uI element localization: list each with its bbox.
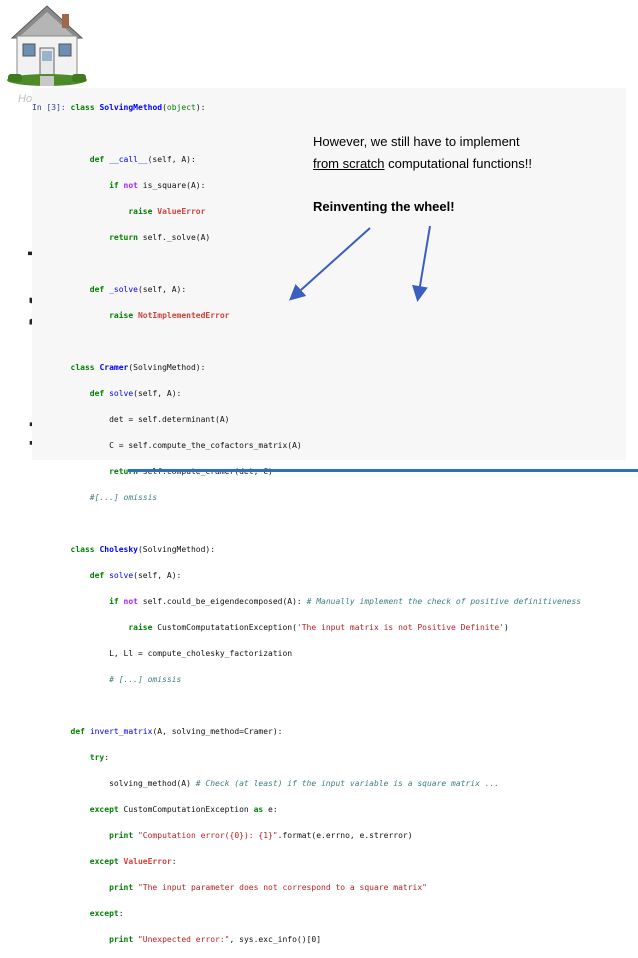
code-line: except CustomComputationException as e: (89, 805, 278, 814)
annotation-underlined-text: from scratch (313, 156, 385, 171)
code-line: except: (89, 909, 124, 918)
code-line: if not is_square(A): (109, 181, 206, 190)
code-line: raise ValueError (128, 207, 206, 216)
annotation-text-1: However, we still have to implement (313, 134, 520, 149)
code-line: def invert_matrix(A, solving_method=Cram… (70, 727, 283, 736)
code-line: def _solve(self, A): (89, 285, 187, 294)
annotation-text-2-rest: computational functions!! (384, 156, 532, 171)
accent-line (128, 469, 638, 472)
code-line: class Cholesky(SolvingMethod): (70, 545, 216, 554)
code-line: print "Unexpected error:", sys.exc_info(… (109, 935, 322, 944)
code-line: def solve(self, A): (89, 571, 182, 580)
code-line: #[...] omissis (89, 493, 158, 502)
code-line: solving_method(A) # Check (at least) if … (32, 779, 500, 788)
code-line: # [...] omissis (109, 675, 182, 684)
code-line: raise NotImplementedError (109, 311, 230, 320)
code-line (32, 517, 581, 530)
code-line (32, 335, 581, 348)
code-line: In [3]: class SolvingMethod(object): (32, 103, 206, 112)
code-line: print "Computation error({0}): {1}".form… (109, 831, 413, 840)
code-line: try: (89, 753, 110, 762)
annotation-text-2: from scratch computational functions!! (313, 156, 532, 171)
code-line: C = self.compute_the_cofactors_matrix(A) (32, 441, 302, 450)
code-line: def solve(self, A): (89, 389, 182, 398)
code-line: print "The input parameter does not corr… (109, 883, 427, 892)
code-line (32, 699, 581, 712)
code-line: except ValueError: (89, 857, 177, 866)
code-line: L, Ll = compute_cholesky_factorization (32, 649, 293, 658)
code-block: In [3]: class SolvingMethod(object): def… (32, 88, 581, 958)
code-line: class Cramer(SolvingMethod): (70, 363, 206, 372)
cell-prompt: In [3]: (32, 103, 66, 112)
annotation-headline: Reinventing the wheel! (313, 199, 455, 214)
code-line: return self._solve(A) (109, 233, 211, 242)
code-line: det = self.determinant(A) (32, 415, 230, 424)
code-line: raise CustomComputatationException('The … (128, 623, 509, 632)
code-line: def __call__(self, A): (89, 155, 196, 164)
code-line: if not self.could_be_eigendecomposed(A):… (109, 597, 582, 606)
code-line (32, 257, 581, 270)
